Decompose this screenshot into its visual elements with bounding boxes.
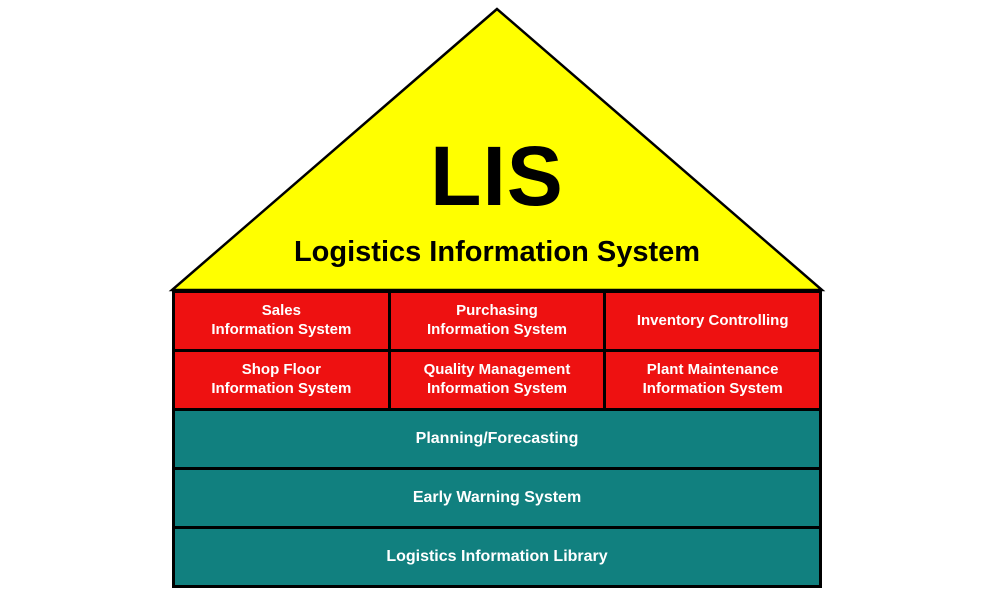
module-cell-inventory-controlling: Inventory Controlling <box>606 293 819 349</box>
module-cell-shop-floor: Shop Floor Information System <box>175 352 388 408</box>
layer-row-planning-forecasting: Planning/Forecasting <box>175 411 819 467</box>
layer-row-early-warning-system: Early Warning System <box>175 470 819 526</box>
module-cell-quality-management: Quality Management Information System <box>390 352 604 408</box>
layer-row-logistics-information-library: Logistics Information Library <box>175 529 819 585</box>
diagram-subtitle: Logistics Information System <box>293 236 701 268</box>
diagram-title: LIS <box>430 129 564 223</box>
house-body-grid: Sales Information System Purchasing Info… <box>172 290 822 588</box>
module-cell-purchasing: Purchasing Information System <box>390 293 604 349</box>
module-cell-plant-maintenance: Plant Maintenance Information System <box>606 352 819 408</box>
module-cell-sales: Sales Information System <box>175 293 388 349</box>
